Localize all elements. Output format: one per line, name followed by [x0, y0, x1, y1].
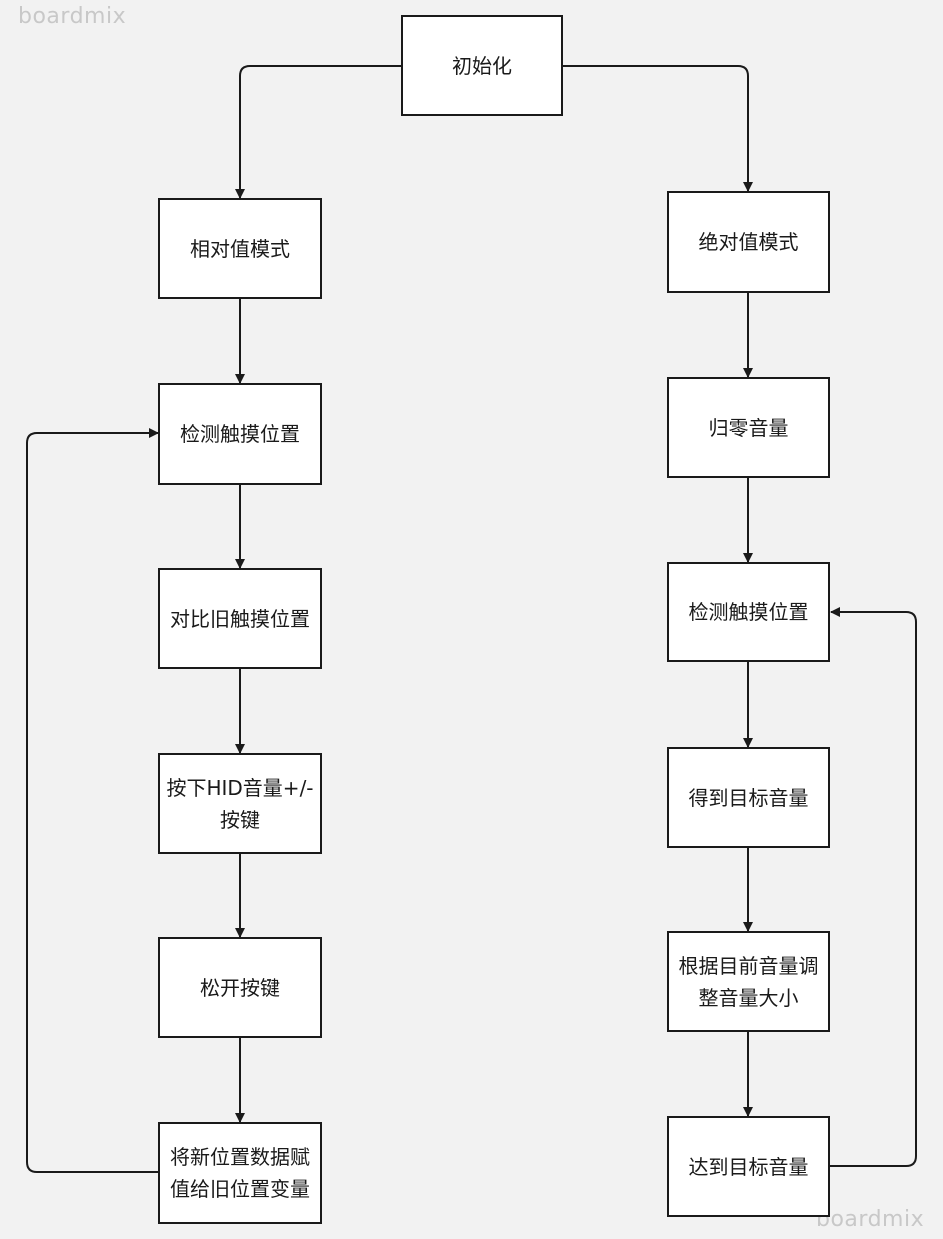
node-rel-assign: 将新位置数据赋 值给旧位置变量: [158, 1122, 322, 1224]
node-abs-reach: 达到目标音量: [667, 1116, 830, 1217]
watermark-bottom: boardmix: [816, 1207, 925, 1232]
node-abs-target: 得到目标音量: [667, 747, 830, 848]
edge-init-absolute: [562, 65, 753, 192]
node-rel-compare: 对比旧触摸位置: [158, 568, 322, 669]
edge-init-relative: [235, 65, 402, 199]
watermark-top: boardmix: [18, 4, 127, 29]
edge-abs-loop: [829, 607, 917, 1167]
node-rel-release: 松开按键: [158, 937, 322, 1038]
edge-rel-loop: [26, 428, 159, 1173]
node-abs-zero: 归零音量: [667, 377, 830, 478]
node-abs-detect: 检测触摸位置: [667, 562, 830, 662]
node-rel-press: 按下HID音量+/- 按键: [158, 753, 322, 854]
node-init: 初始化: [401, 15, 563, 116]
node-absolute-mode: 绝对值模式: [667, 191, 830, 293]
node-abs-adjust: 根据目前音量调 整音量大小: [667, 931, 830, 1032]
node-rel-detect: 检测触摸位置: [158, 383, 322, 485]
node-relative-mode: 相对值模式: [158, 198, 322, 299]
